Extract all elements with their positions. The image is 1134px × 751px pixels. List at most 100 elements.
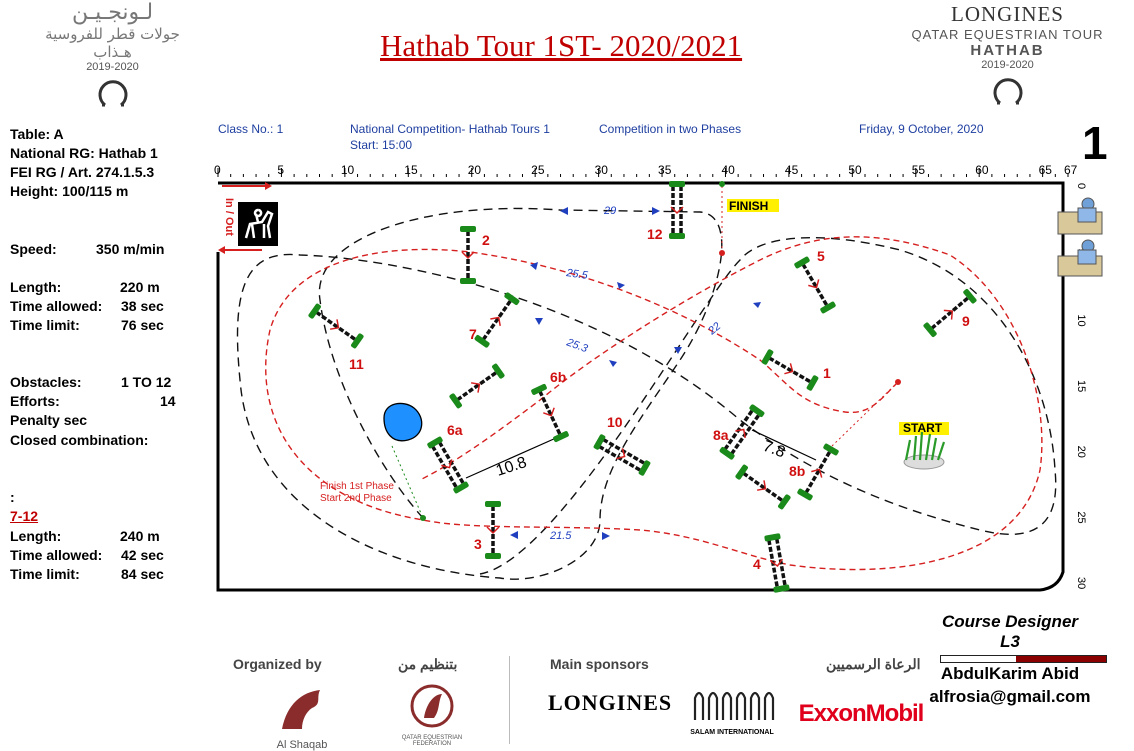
ruler-label: 25 [531, 163, 545, 177]
obstacle [794, 256, 836, 314]
qef-text: QATAR EQUESTRIAN FEDERATION [401, 735, 463, 747]
judge-box-icon [1057, 197, 1103, 277]
spec-table: Table: A [10, 126, 64, 142]
spec-time-allowed-value: 38 sec [121, 298, 164, 314]
horseshoe-icon [98, 80, 127, 107]
ruler-label: 30 [595, 163, 609, 177]
phase2-length-value: 240 m [120, 528, 160, 544]
arena-boundary [216, 181, 1065, 592]
start-time: Start: 15:00 [350, 138, 413, 152]
salam-text: SALAM INTERNATIONAL [690, 729, 774, 736]
phase2-title: 7-12 [10, 508, 39, 524]
logo-left-arabic-hathab: هـذاب [93, 43, 132, 61]
spec-time-allowed-label: Time allowed: [10, 298, 103, 314]
organized-by-label: Organized by [233, 656, 322, 672]
obstacle-label: 4 [753, 556, 761, 572]
finish-label: FINISH [729, 199, 768, 213]
ruler-label: 40 [721, 163, 735, 177]
ruler-label: 0 [1075, 183, 1087, 189]
ruler-label: 65 [1039, 163, 1053, 177]
obstacle [735, 464, 791, 510]
spec-height: Height: 100/115 m [10, 183, 129, 199]
obstacle [593, 434, 651, 476]
obstacle [460, 226, 476, 284]
al-shaqab-logo: Al Shaqab [232, 684, 372, 751]
designer-email: alfrosia@gmail.com [929, 687, 1091, 706]
combination-line-6 [465, 437, 557, 479]
competition-name: National Competition- Hathab Tours 1 [350, 122, 550, 136]
spec-time-limit-value: 76 sec [121, 317, 164, 333]
obstacle [669, 181, 685, 239]
obstacle-label: 5 [817, 248, 825, 264]
obstacle-label: 3 [474, 536, 482, 552]
obstacle-label: 11 [349, 356, 364, 372]
designer-title: Course Designer L3 [915, 612, 1105, 652]
combination-line-8 [751, 429, 817, 461]
rider-icon-box [238, 202, 278, 246]
horse-rider-icon [244, 208, 274, 239]
spec-efforts-value: 14 [160, 393, 176, 409]
obstacle-label: 12 [647, 226, 663, 242]
ruler-label: 15 [404, 163, 418, 177]
designer-name: AbdulKarim Abid [940, 664, 1080, 683]
obstacle-label: 7 [469, 326, 477, 342]
obstacles [308, 181, 977, 593]
phase-note-start: Start 2nd Phase [320, 493, 392, 504]
ruler-label: 60 [975, 163, 989, 177]
obstacle [474, 292, 520, 348]
horse-head-icon [282, 690, 320, 729]
competition-date: Friday, 9 October, 2020 [859, 122, 984, 136]
qef-emblem-icon [410, 684, 454, 728]
obstacle [764, 533, 790, 593]
logo-left-arabic-brand: لـونجـيـن [71, 0, 154, 25]
spec-time-limit-label: Time limit: [10, 317, 80, 333]
obstacle-label: 1 [823, 365, 831, 381]
distance-label: 29 [603, 205, 616, 217]
course-number: 1 [1082, 117, 1108, 169]
designer-title-text: Course Designer [941, 612, 1079, 631]
ruler-label: 10 [1075, 314, 1087, 326]
phase-marker-flag [420, 515, 426, 521]
logo-right-brand: LONGINES [951, 2, 1064, 26]
start-line [831, 381, 899, 447]
page-title: Hathab Tour 1ST- 2020/2021 [380, 28, 743, 63]
gate-arrowhead-in [265, 182, 272, 190]
phase2-length-label: Length: [10, 528, 62, 544]
gate-arrowhead-out [218, 246, 225, 254]
sponsor-divider [509, 656, 510, 744]
plant-decoration [903, 431, 946, 470]
main-sponsors-label: Main sponsors [550, 656, 649, 672]
spec-national-rg: National RG: Hathab 1 [10, 145, 158, 161]
spec-speed-label: Speed: [10, 241, 57, 257]
phase-marker-line [391, 445, 424, 519]
distance-label: 25.5 [565, 267, 590, 282]
distance-label: 7.8 [761, 438, 788, 462]
spec-obstacles-label: Obstacles: [10, 374, 82, 390]
ruler-label: 15 [1075, 380, 1087, 392]
qef-logo: QATAR EQUESTRIAN FEDERATION [392, 680, 472, 747]
longines-logo: LONGINES [548, 690, 673, 715]
phase2-time-allowed-value: 42 sec [121, 547, 164, 563]
spec-obstacles-value: 1 TO 12 [121, 374, 172, 390]
obstacle-label: 9 [962, 313, 970, 329]
start-label: START [903, 421, 943, 435]
spec-fei-rg: FEI RG / Art. 274.1.5.3 [10, 164, 155, 180]
phase2-time-limit-label: Time limit: [10, 566, 80, 582]
logo-right-tour: QATAR EQUESTRIAN TOUR [911, 27, 1104, 42]
phase1-path [265, 236, 1043, 571]
spec-efforts-label: Efforts: [10, 393, 60, 409]
ruler-label: 20 [468, 163, 482, 177]
finish-flag-top [719, 181, 725, 187]
spec-length-value: 220 m [120, 279, 160, 295]
obstacle-label: 8a [713, 427, 729, 443]
obstacle [531, 383, 569, 443]
ruler-label: 25 [1075, 511, 1087, 523]
spec-length-label: Length: [10, 279, 62, 295]
distance-label: 21.5 [549, 530, 572, 542]
obstacle-label: 6a [447, 422, 463, 438]
ruler-label: 10 [341, 163, 355, 177]
ruler-label: 20 [1075, 446, 1087, 458]
in-out-label: In / Out [223, 198, 235, 236]
